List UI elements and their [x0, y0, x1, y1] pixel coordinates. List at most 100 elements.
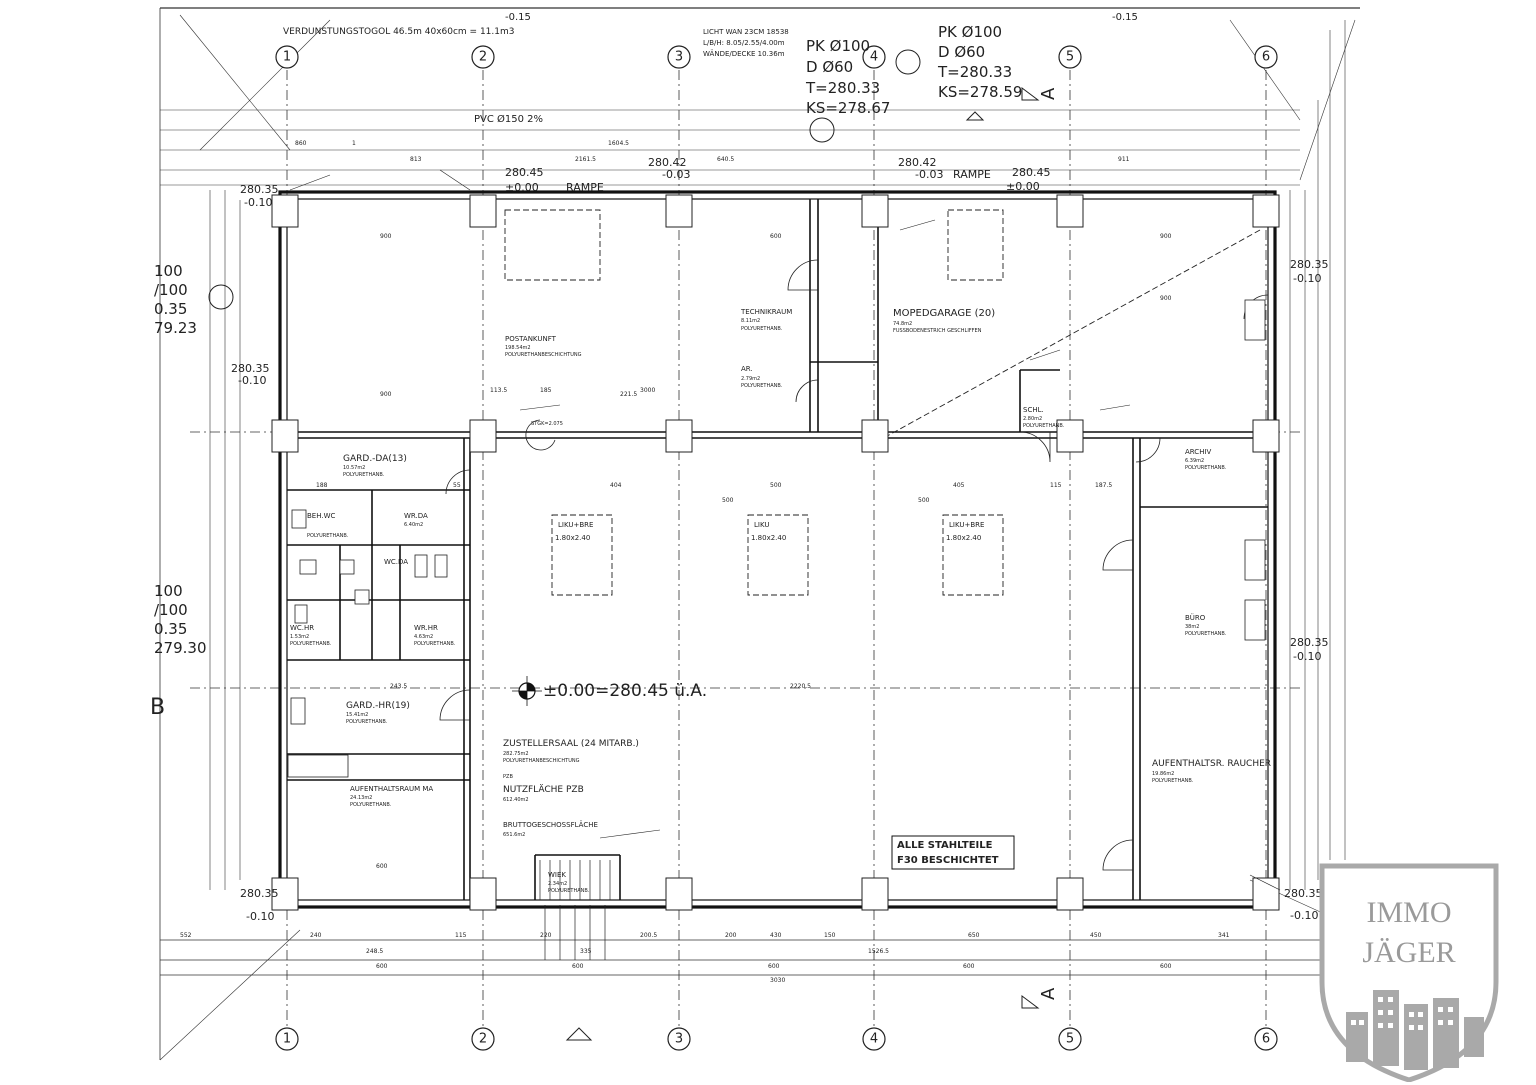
room-floor: POLYURETHANB.: [741, 326, 783, 332]
dim-text: 500: [770, 482, 782, 489]
dim-text: 404: [610, 482, 622, 489]
level-left-top-a: 280.35: [240, 183, 279, 196]
dim-text: 3000: [640, 387, 655, 394]
level-top-right: 280.42: [648, 156, 687, 169]
axis-label-bottom-4: 4: [870, 1032, 878, 1047]
dim-text: 240: [310, 932, 322, 939]
wall-note-1: LICHT WAN 23CM 18538: [703, 28, 789, 36]
steel-note-line-1: ALLE STAHLTEILE: [897, 840, 993, 851]
room-aufenthaltsraum-ma: AUFENTHALTSRAUM MA 24.13m2 POLYURETHANB.: [350, 785, 433, 808]
pzb-tag: PZB: [503, 774, 513, 780]
corner-level: -0.15: [1112, 12, 1138, 23]
room-area: 2.79m2: [741, 376, 760, 382]
room-floor: POLYURETHANB.: [1185, 631, 1227, 637]
dim-text: 335: [580, 948, 592, 955]
logo-buildings-icon: [1346, 990, 1484, 1070]
axis-label-top-6: 6: [1262, 50, 1270, 65]
dim-text: 500: [722, 497, 734, 504]
shaft-1-line-4: KS=278.67: [806, 99, 890, 117]
shaft-1-line-3: T=280.33: [805, 79, 880, 97]
room-floor: POLYURETHANB.: [548, 888, 590, 894]
left-annotation-1-line-3: 0.35: [154, 300, 187, 318]
dim-text: 188: [316, 482, 328, 489]
wall-note-2: L/B/H: 8.05/2.55/4.00m: [703, 39, 785, 47]
left-annotation-2: 100 /100 0.35 279.30: [154, 582, 207, 657]
dim-text: 600: [376, 963, 388, 970]
drawing-frame: [159, 7, 1361, 1061]
room-name: AR.: [741, 365, 753, 373]
room-name: AUFENTHALTSR. RAUCHER: [1152, 759, 1271, 769]
dim-text: 187.5: [1095, 482, 1112, 489]
dim-text: 221.5: [620, 391, 637, 398]
room-postankunft: POSTANKUNFT 198.54m2 POLYURETHANBESCHICH…: [505, 335, 582, 358]
room-floor: POLYURETHANBESCHICHTUNG: [503, 758, 580, 764]
room-area: 2.80m2: [1023, 416, 1042, 422]
dim-top-row: 860 1 813 2161.5 1604.5 640.5 911: [295, 140, 1130, 163]
room-wc-da: WC.DA: [384, 558, 408, 566]
room-area: 24.13m2: [350, 795, 372, 801]
stair: [539, 860, 611, 960]
side-mark-b: B: [150, 695, 165, 720]
level-right-top-b: -0.10: [1293, 272, 1321, 285]
dim-text: 115: [1050, 482, 1062, 489]
skylight-2-name: LIKU: [754, 521, 770, 529]
dim-text: 600: [1160, 963, 1172, 970]
level-mid-right-2: ±0.00: [1006, 180, 1040, 193]
room-beh-wc: BEH.WC POLYURETHANB.: [307, 512, 349, 539]
header-notes: VERDUNSTUNGSTOGOL 46.5m 40x60cm = 11.1m3…: [283, 12, 1138, 194]
room-area: 1.53m2: [290, 634, 309, 640]
room-name: ZUSTELLERSAAL (24 MITARB.): [503, 739, 639, 749]
room-floor: POLYURETHANB.: [1023, 423, 1065, 429]
dim-text: 2161.5: [575, 156, 596, 163]
room-floor: POLYURETHANB.: [307, 533, 349, 539]
dim-text: 150: [824, 932, 836, 939]
left-annotation-1-line-2: /100: [154, 281, 188, 299]
room-area: 198.54m2: [505, 345, 531, 351]
room-name: POSTANKUNFT: [505, 335, 557, 343]
room-wr-da: WR.DA 6.40m2: [404, 512, 428, 528]
room-name: AUFENTHALTSRAUM MA: [350, 785, 433, 793]
outer-walls: [278, 190, 1277, 909]
level-mid-right-a: 280.42: [898, 156, 937, 169]
steel-note: ALLE STAHLTEILE F30 BESCHICHTET: [891, 835, 1015, 870]
room-name: BEH.WC: [307, 512, 336, 520]
dim-text: 600: [572, 963, 584, 970]
pzb-gross-value: 651.6m2: [503, 832, 525, 838]
ramp-2: RAMPE: [953, 168, 991, 181]
logo-line-2: JÄGER: [1362, 936, 1455, 969]
interior-walls: [287, 199, 1268, 900]
section-marks: A A B: [150, 87, 1059, 1041]
dim-text: 900: [1160, 233, 1172, 240]
dim-text: 1: [352, 140, 356, 147]
dim-text: 1604.5: [608, 140, 629, 147]
level-left-top-b: -0.10: [244, 196, 272, 209]
section-mark-top: A: [1038, 87, 1059, 100]
left-annotation-2-line-4: 279.30: [154, 639, 207, 657]
steel-note-line-2: F30 BESCHICHTET: [897, 855, 999, 866]
corner-level-2: -0.15: [505, 12, 531, 23]
dim-text: 1526.5: [868, 948, 889, 955]
level-left-mid-a: 280.35: [231, 362, 270, 375]
room-ar: AR. 2.79m2 POLYURETHANB.: [741, 365, 783, 389]
axis-label-top-5: 5: [1066, 50, 1074, 65]
level-right-bottom-b: -0.10: [1290, 909, 1318, 922]
left-annotation-2-line-2: /100: [154, 601, 188, 619]
room-labels: POSTANKUNFT 198.54m2 POLYURETHANBESCHICH…: [290, 308, 1271, 894]
room-wc-hr: WC.HR 1.53m2 POLYURETHANB.: [290, 624, 332, 647]
dim-text: 600: [963, 963, 975, 970]
shaft-2-line-1: PK Ø100: [938, 23, 1002, 41]
leader-marks: [289, 169, 1281, 891]
dim-text: 900: [380, 391, 392, 398]
dim-total: 3030: [770, 977, 785, 984]
room-area: 15.41m2: [346, 712, 368, 718]
pzb-gross-label: BRUTTOGESCHOSSFLÄCHE: [503, 820, 598, 829]
skylight-2-size: 1.80x2.40: [751, 534, 786, 542]
dim-text: 450: [1090, 932, 1102, 939]
skylight-1-name: LIKU+BRE: [558, 521, 593, 529]
dim-mid-row: 188 55 404 500 500 500 405 115 187.5: [316, 482, 1112, 504]
room-gard-da: GARD.-DA(13) 10.57m2 POLYURETHANB.: [343, 454, 407, 478]
shaft-1-line-1: PK Ø100: [806, 37, 870, 55]
level-left-mid-b: -0.10: [238, 374, 266, 387]
room-name: WC.HR: [290, 624, 314, 632]
